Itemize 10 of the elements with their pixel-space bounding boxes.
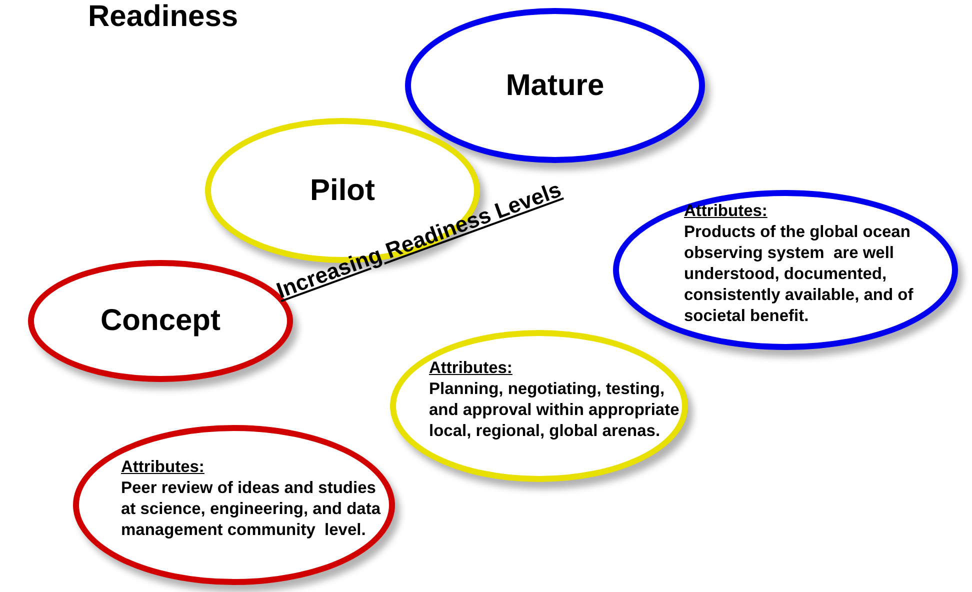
title: Readiness — [88, 0, 238, 34]
stage-label: Pilot — [309, 174, 376, 208]
heading: Attributes: — [429, 358, 512, 379]
stage-label: Concept — [100, 304, 222, 338]
description: Planning, negotiating, testing, and approval within appropriate local, regional, global arenas. — [429, 379, 680, 442]
heading: Attributes: — [684, 201, 768, 222]
description: Peer review of ideas and studies at science, engineering, and data management community level. — [121, 478, 382, 541]
heading: Attributes: — [121, 457, 204, 478]
description: Products of the global ocean observing system are well understood, documented, consistently available, and of societal benefit. — [684, 222, 914, 327]
stage-label: Mature — [504, 68, 606, 102]
